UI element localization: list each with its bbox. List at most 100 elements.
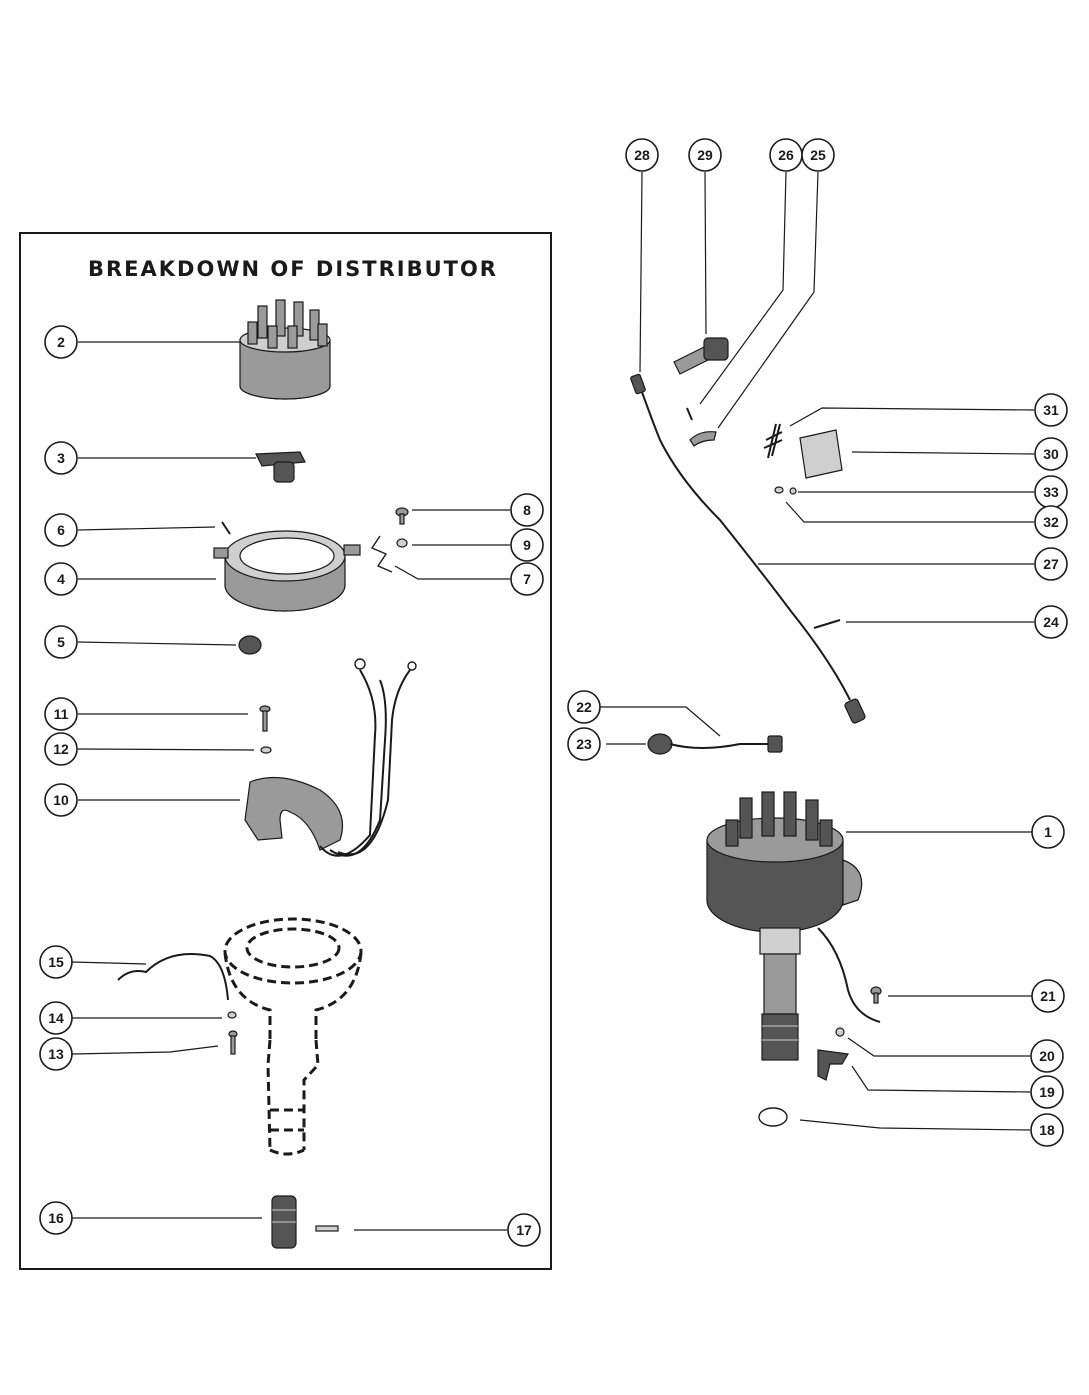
callout-label: 16: [48, 1210, 64, 1226]
callout-circle: [44, 625, 78, 659]
callout-circle: [39, 1001, 73, 1035]
callout-3: 3: [44, 441, 78, 475]
part-washer-14: [227, 1011, 237, 1019]
callout-label: 3: [57, 450, 65, 466]
part-coil-lead-27: [630, 373, 866, 724]
part-pin-26: [686, 407, 693, 421]
callout-label: 18: [1039, 1122, 1055, 1138]
callout-13: 13: [39, 1037, 73, 1071]
callout-24: 24: [1034, 605, 1068, 639]
callout-circle: [44, 513, 78, 547]
part-screw-11: [259, 705, 271, 732]
callout-circle: [510, 528, 544, 562]
callout-label: 20: [1039, 1048, 1055, 1064]
callout-9: 9: [510, 528, 544, 562]
callout-2: 2: [44, 325, 78, 359]
callout-label: 26: [778, 147, 794, 163]
part-lead-22: [647, 733, 783, 755]
part-clamp-19: [817, 1049, 849, 1081]
callout-label: 4: [57, 571, 65, 587]
callout-circle: [1031, 815, 1065, 849]
callout-label: 6: [57, 522, 65, 538]
callout-14: 14: [39, 1001, 73, 1035]
callout-18: 18: [1030, 1113, 1064, 1147]
callout-label: 24: [1043, 614, 1059, 630]
callout-19: 19: [1030, 1075, 1064, 1109]
callout-10: 10: [44, 783, 78, 817]
part-clip-7: [370, 535, 393, 573]
breakdown-box: [19, 232, 552, 1270]
callout-circle: [1034, 393, 1068, 427]
callout-21: 21: [1031, 979, 1065, 1013]
callout-label: 27: [1043, 556, 1059, 572]
callout-27: 27: [1034, 547, 1068, 581]
callout-circle: [44, 562, 78, 596]
callout-31: 31: [1034, 393, 1068, 427]
part-screw-8: [395, 507, 409, 525]
callout-23: 23: [567, 727, 601, 761]
callout-circle: [688, 138, 722, 172]
breakdown-title: BREAKDOWN OF DISTRIBUTOR: [88, 257, 498, 281]
callout-label: 21: [1040, 988, 1056, 1004]
callout-label: 10: [53, 792, 69, 808]
callout-circle: [625, 138, 659, 172]
callout-label: 11: [54, 706, 69, 722]
callout-circle: [1034, 605, 1068, 639]
callout-circle: [510, 493, 544, 527]
part-distributor-outline-dashed: [223, 917, 363, 1156]
callout-label: 31: [1043, 402, 1059, 418]
part-pickup-plate: [244, 658, 417, 857]
part-spring-24: [813, 619, 841, 629]
part-screw-13: [228, 1030, 238, 1055]
callout-circle: [1031, 979, 1065, 1013]
callout-label: 32: [1043, 514, 1059, 530]
callout-label: 2: [57, 334, 65, 350]
callout-circle: [801, 138, 835, 172]
part-nut-33: [789, 487, 797, 495]
callout-33: 33: [1034, 475, 1068, 509]
part-clip-25: [689, 431, 717, 447]
callout-label: 23: [576, 736, 592, 752]
callout-circle: [1030, 1039, 1064, 1073]
callout-label: 1: [1044, 824, 1052, 840]
part-distributor-assembly: [706, 791, 881, 1061]
callout-circle: [44, 325, 78, 359]
part-distributor-cap: [239, 299, 331, 400]
part-rotor: [255, 451, 306, 483]
callout-29: 29: [688, 138, 722, 172]
callout-circle: [567, 690, 601, 724]
callout-circle: [567, 727, 601, 761]
callout-32: 32: [1034, 505, 1068, 539]
callout-circle: [44, 732, 78, 766]
callout-16: 16: [39, 1201, 73, 1235]
callout-17: 17: [507, 1213, 541, 1247]
callout-5: 5: [44, 625, 78, 659]
part-washer-32: [774, 486, 784, 494]
callout-8: 8: [510, 493, 544, 527]
callout-1: 1: [1031, 815, 1065, 849]
callout-circle: [507, 1213, 541, 1247]
callout-label: 9: [523, 537, 531, 553]
callout-label: 30: [1043, 446, 1059, 462]
callout-label: 22: [576, 699, 592, 715]
callout-circle: [39, 945, 73, 979]
callout-label: 17: [516, 1222, 532, 1238]
callout-28: 28: [625, 138, 659, 172]
callout-15: 15: [39, 945, 73, 979]
callout-20: 20: [1030, 1039, 1064, 1073]
callout-circle: [1034, 505, 1068, 539]
callout-label: 33: [1043, 484, 1059, 500]
callout-7: 7: [510, 562, 544, 596]
callout-circle: [1034, 547, 1068, 581]
callout-label: 15: [48, 954, 64, 970]
callout-circle: [1030, 1075, 1064, 1109]
callout-12: 12: [44, 732, 78, 766]
callout-label: 14: [48, 1010, 64, 1026]
callout-22: 22: [567, 690, 601, 724]
callout-4: 4: [44, 562, 78, 596]
callout-26: 26: [769, 138, 803, 172]
callout-label: 29: [697, 147, 713, 163]
callout-label: 5: [57, 634, 65, 650]
